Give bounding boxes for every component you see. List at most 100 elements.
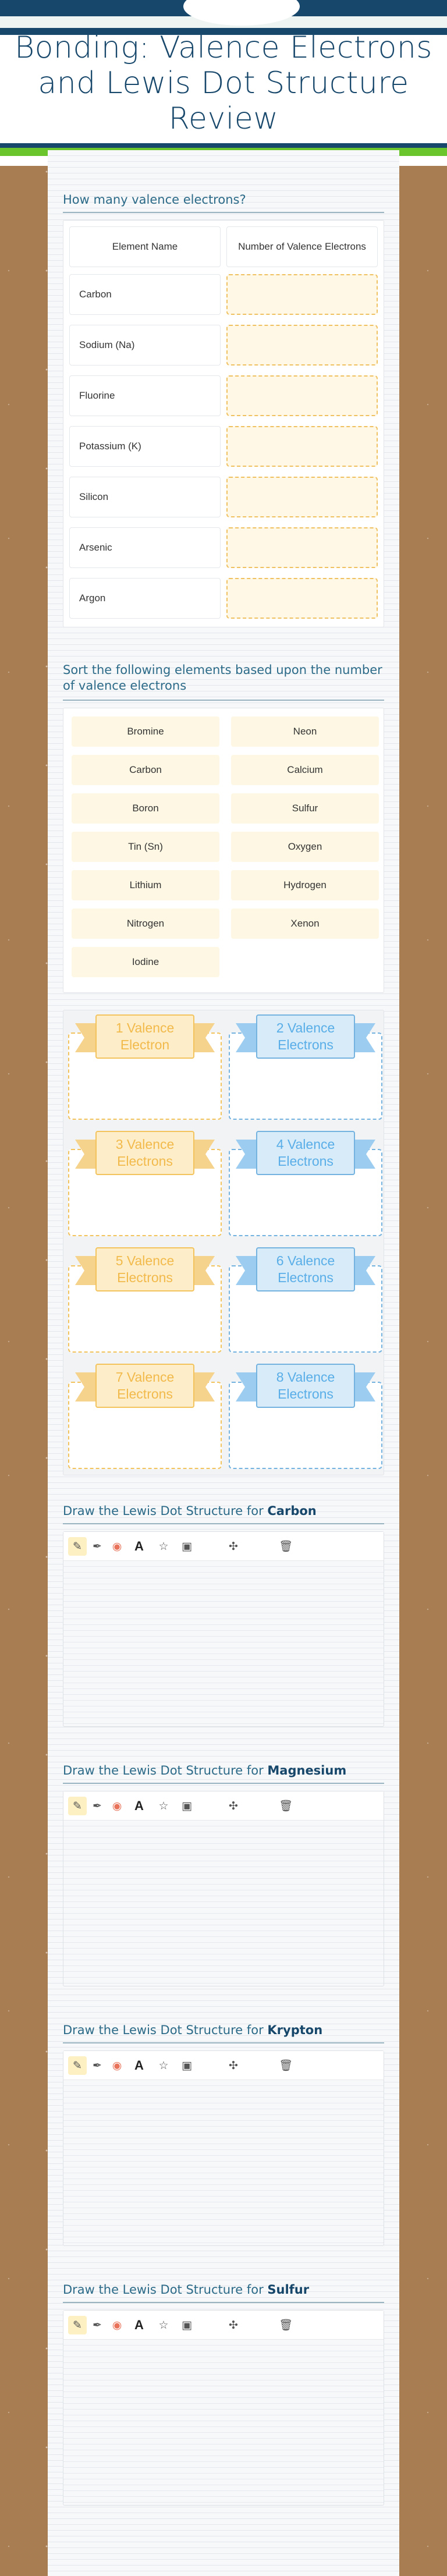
valence-answer-dropzone[interactable]: [226, 527, 378, 568]
bucket-ribbon-label: 1 Valence Electron: [75, 1012, 215, 1060]
pencil-tool-button[interactable]: ✎: [68, 2316, 87, 2334]
clear-canvas-icon: 🗑: [278, 2060, 293, 2072]
valence-answer-dropzone[interactable]: [226, 274, 378, 315]
text-tool-icon: A: [134, 1539, 144, 1553]
valence-answer-dropzone[interactable]: [226, 325, 378, 366]
move-tool-button[interactable]: ✣: [224, 2316, 243, 2334]
draw-section-title: Draw the Lewis Dot Structure for Sulfur: [63, 2282, 384, 2298]
clear-canvas-button[interactable]: 🗑: [276, 1797, 295, 1815]
pencil-tool-icon: ✎: [73, 1800, 82, 1812]
bucket-ribbon-label: 7 Valence Electrons: [75, 1361, 215, 1410]
bucket-label-text: 7 Valence Electrons: [115, 1369, 175, 1401]
draw-title-prefix: Draw the Lewis Dot Structure for: [63, 1764, 268, 1777]
pen-tool-button[interactable]: ✒: [88, 1537, 107, 1556]
ribbon-banner-icon: [236, 1014, 375, 1059]
valence-answer-dropzone[interactable]: [226, 375, 378, 416]
drawing-canvas[interactable]: ✎✒◉ A ☆ ▣ ✣ 🗑: [63, 1531, 384, 1727]
draw-section-title: Draw the Lewis Dot Structure for Magnesi…: [63, 1763, 384, 1779]
draggable-element-chip[interactable]: Nitrogen: [72, 909, 219, 939]
draggable-element-chip[interactable]: Oxygen: [231, 832, 379, 862]
stamp-tool-button[interactable]: ☆: [154, 2056, 173, 2075]
draggable-element-chip[interactable]: Calcium: [231, 755, 379, 785]
color-picker-button[interactable]: ◉: [108, 1537, 126, 1556]
text-tool-button[interactable]: A: [130, 2316, 148, 2334]
stamp-tool-button[interactable]: ☆: [154, 1797, 173, 1815]
move-tool-button[interactable]: ✣: [224, 1797, 243, 1815]
draggable-element-chip[interactable]: Xenon: [231, 909, 379, 939]
color-picker-icon: ◉: [112, 2319, 122, 2332]
draggable-element-chip[interactable]: Lithium: [72, 870, 219, 900]
drawing-toolbar: ✎✒◉ A ☆ ▣ ✣ 🗑: [63, 1532, 384, 1561]
section-divider: [63, 2042, 384, 2043]
draggable-element-chip[interactable]: Carbon: [72, 755, 219, 785]
color-picker-icon: ◉: [112, 2059, 122, 2072]
section-divider: [63, 212, 384, 213]
pencil-tool-button[interactable]: ✎: [68, 2056, 87, 2075]
text-tool-button[interactable]: A: [130, 2056, 148, 2075]
pen-tool-button[interactable]: ✒: [88, 2056, 107, 2075]
draggable-element-chip[interactable]: Iodine: [72, 947, 219, 977]
bucket-label-text: 3 Valence Electrons: [115, 1137, 175, 1169]
section-divider: [63, 700, 384, 701]
move-tool-button[interactable]: ✣: [224, 2056, 243, 2075]
text-tool-icon: A: [134, 2318, 144, 2332]
pen-tool-icon: ✒: [93, 2319, 102, 2332]
clear-canvas-icon: 🗑: [278, 1800, 293, 1812]
section-divider: [63, 1523, 384, 1524]
ribbon-banner-icon: [75, 1247, 215, 1291]
draggable-element-chip[interactable]: Sulfur: [231, 793, 379, 824]
pen-tool-button[interactable]: ✒: [88, 2316, 107, 2334]
image-tool-button[interactable]: ▣: [178, 1797, 196, 1815]
bucket-ribbon-label: 6 Valence Electrons: [236, 1244, 375, 1293]
drawing-canvas[interactable]: ✎ ✒ ◉ A ☆ ▣ ✣ 🗑: [63, 2050, 384, 2246]
image-tool-button[interactable]: ▣: [178, 2056, 196, 2075]
clear-canvas-button[interactable]: 🗑: [276, 2316, 295, 2334]
pencil-tool-button[interactable]: ✎: [68, 1537, 87, 1556]
pencil-tool-button[interactable]: ✎: [68, 1797, 87, 1815]
pen-tool-icon: ✒: [93, 2059, 102, 2072]
valence-answer-dropzone[interactable]: [226, 477, 378, 517]
clear-canvas-button[interactable]: 🗑: [276, 2056, 295, 2075]
drawing-toolbar: ✎ ✒ ◉ A ☆ ▣ ✣ 🗑: [63, 2051, 384, 2080]
valence-answer-dropzone[interactable]: [226, 426, 378, 467]
element-name-cell: Potassium (K): [69, 426, 221, 467]
table-section-title: How many valence electrons?: [63, 193, 246, 207]
draggable-element-chip[interactable]: Tin (Sn): [72, 832, 219, 862]
element-name-cell: Carbon: [69, 274, 221, 315]
stamp-tool-button[interactable]: ☆: [154, 1537, 173, 1556]
drawing-toolbar: ✎ ✒ ◉ A ☆ ▣ ✣ 🗑: [63, 1791, 384, 1821]
draggable-element-chip[interactable]: Hydrogen: [231, 870, 379, 900]
pen-tool-icon: ✒: [93, 1800, 102, 1812]
color-picker-icon: ◉: [112, 1800, 122, 1812]
stamp-tool-button[interactable]: ☆: [154, 2316, 173, 2334]
text-tool-button[interactable]: A: [130, 1797, 148, 1815]
clear-canvas-button[interactable]: 🗑: [276, 1537, 295, 1556]
stamp-tool-icon: ☆: [158, 1540, 169, 1553]
text-tool-button[interactable]: A: [130, 1537, 148, 1556]
draggable-element-chip[interactable]: Neon: [231, 716, 379, 747]
move-tool-icon: ✣: [229, 2059, 238, 2072]
image-tool-button[interactable]: ▣: [178, 1537, 196, 1556]
draw-title-element: Krypton: [267, 2023, 323, 2037]
move-tool-button[interactable]: ✣: [224, 1537, 243, 1556]
clear-canvas-icon: 🗑: [278, 1541, 293, 1553]
drawing-canvas[interactable]: ✎ ✒ ◉ A ☆ ▣ ✣ 🗑: [63, 2310, 384, 2506]
draggable-element-chip[interactable]: Boron: [72, 793, 219, 824]
valence-table: Element Name Number of Valence Electrons…: [63, 220, 384, 627]
sort-buckets-area: 1 Valence Electron 2 Valence Electrons 3…: [63, 1010, 384, 1475]
color-picker-button[interactable]: ◉: [108, 1797, 126, 1815]
valence-answer-dropzone[interactable]: [226, 578, 378, 619]
header: Bonding: Valence Electrons and Lewis Dot…: [0, 0, 447, 166]
stamp-tool-icon: ☆: [158, 1800, 169, 1812]
draw-title-prefix: Draw the Lewis Dot Structure for: [63, 2283, 268, 2297]
ribbon-banner-icon: [236, 1131, 375, 1175]
pen-tool-button[interactable]: ✒: [88, 1797, 107, 1815]
image-tool-button[interactable]: ▣: [178, 2316, 196, 2334]
column-header-count: Number of Valence Electrons: [226, 226, 378, 267]
drawing-canvas[interactable]: ✎ ✒ ◉ A ☆ ▣ ✣ 🗑: [63, 1791, 384, 1986]
color-picker-button[interactable]: ◉: [108, 2056, 126, 2075]
draggable-element-chip[interactable]: Bromine: [72, 716, 219, 747]
pencil-tool-icon: ✎: [73, 2319, 82, 2332]
color-picker-button[interactable]: ◉: [108, 2316, 126, 2334]
draw-title-prefix: Draw the Lewis Dot Structure for: [63, 2023, 268, 2037]
